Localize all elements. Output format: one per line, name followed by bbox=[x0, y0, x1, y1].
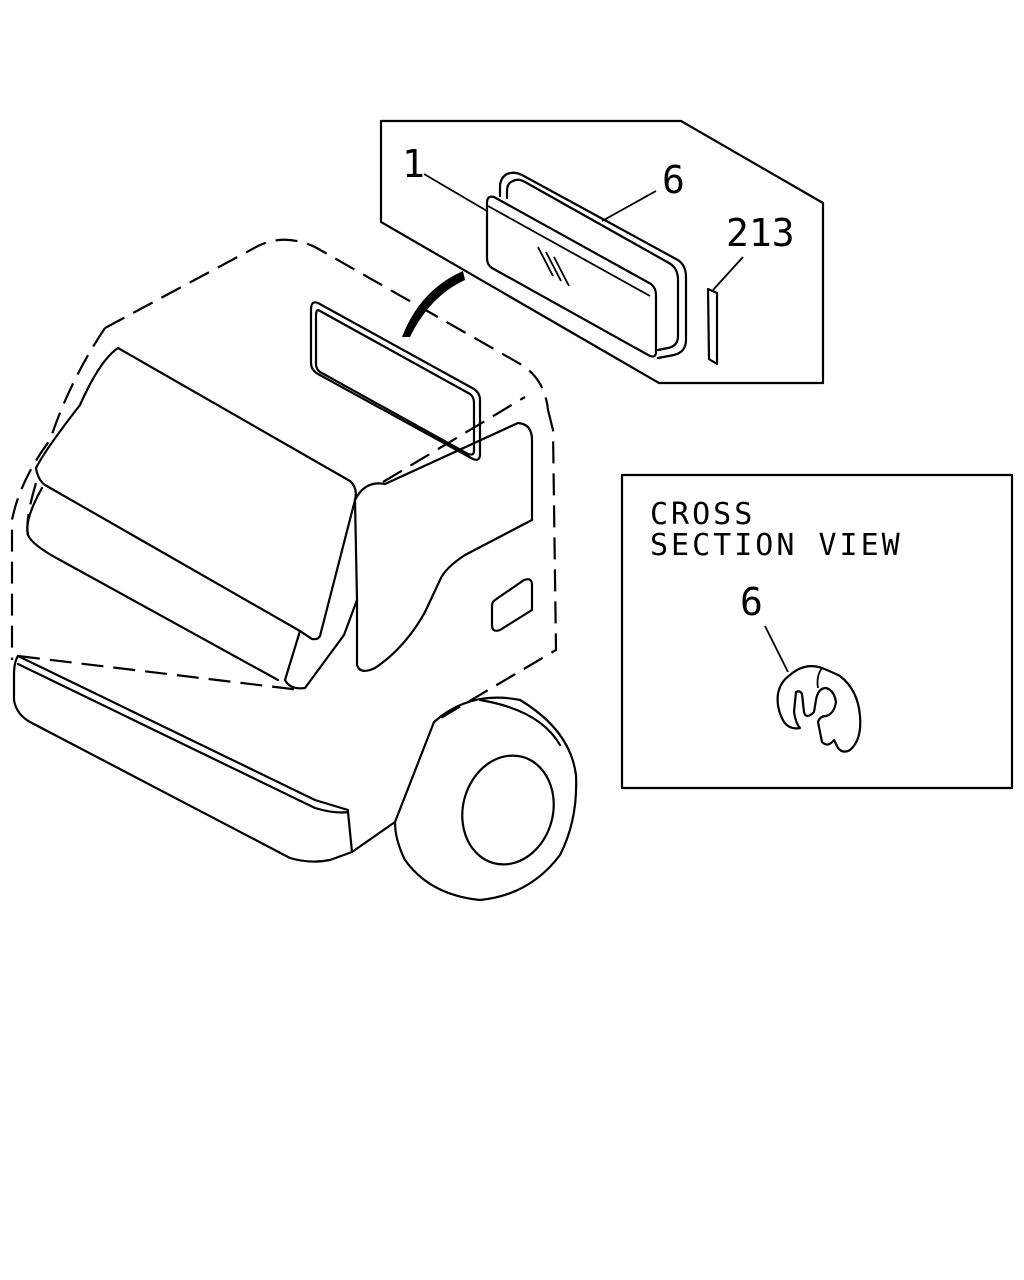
molding-strip bbox=[706, 287, 719, 366]
callout-6-section: 6 bbox=[740, 580, 763, 624]
leader-line-213 bbox=[712, 256, 744, 291]
pointer-arrow-icon bbox=[402, 271, 465, 337]
cross-section-title-line1: CROSS bbox=[650, 497, 755, 532]
side-lamp bbox=[490, 578, 534, 632]
front-bumper bbox=[12, 654, 436, 863]
exploded-parts-box: 1 6 213 bbox=[379, 119, 825, 385]
rear-window-glass bbox=[485, 195, 658, 358]
windshield bbox=[26, 346, 357, 641]
cross-section-title-line2: SECTION VIEW bbox=[650, 528, 903, 563]
seal-profile-icon bbox=[776, 665, 862, 753]
truck-cab bbox=[10, 238, 578, 902]
weatherstrip-seal bbox=[498, 171, 688, 360]
leader-line-1 bbox=[423, 173, 488, 212]
leader-line-6-section bbox=[764, 625, 789, 673]
leader-line-6 bbox=[601, 190, 657, 222]
callout-213: 213 bbox=[726, 211, 795, 255]
callout-6: 6 bbox=[662, 158, 685, 202]
cab-rear-window bbox=[309, 301, 482, 461]
callout-1: 1 bbox=[402, 142, 425, 186]
front-wheel bbox=[393, 696, 578, 902]
cross-section-box: CROSS SECTION VIEW 6 bbox=[620, 473, 1014, 790]
